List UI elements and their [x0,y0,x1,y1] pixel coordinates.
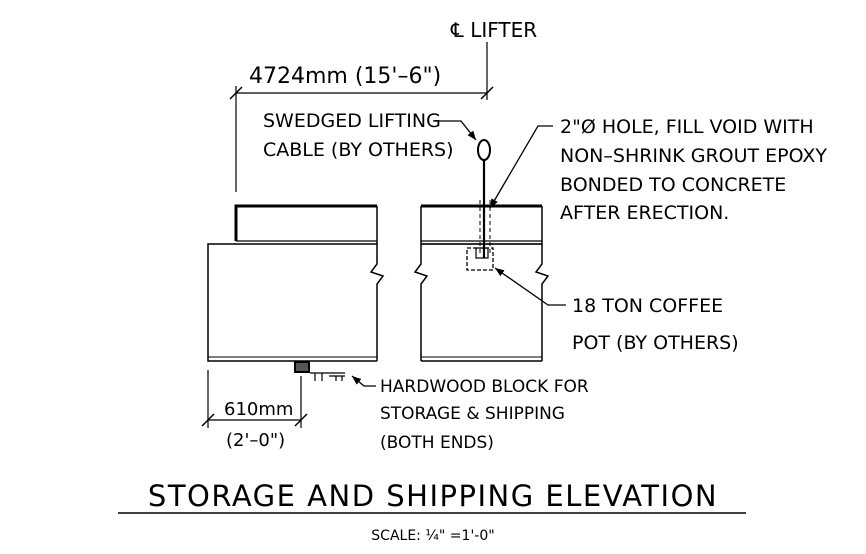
coffee-pot-note-line-1: 18 TON COFFEE [572,295,723,317]
girder-body-left [207,243,377,362]
span-dimension-tick-right [480,86,494,100]
coffee-pot-leader [494,267,566,306]
hole-note-leader [489,125,553,209]
cable-note-line-1: SWEDGED LIFTING [263,110,441,132]
drawing-title: STORAGE AND SHIPPING ELEVATION [148,479,718,513]
lifter-centerline-label: ℄ LIFTER [450,18,537,42]
cable-note-line-2: CABLE (BY OTHERS) [263,139,454,161]
end-dimension-imperial: (2'–0") [226,430,285,451]
block-note-line-1: HARDWOOD BLOCK FOR [380,377,589,397]
end-dimension-tick-left [201,413,215,427]
end-dimension-tick-right [294,413,308,427]
coffee-pot-note-line-2: POT (BY OTHERS) [572,332,739,354]
hole-note-line-1: 2"Ø HOLE, FILL VOID WITH [560,116,814,138]
break-line-left-top [369,206,385,361]
girder-body-right [421,243,542,362]
lifting-loop [477,139,491,161]
end-dimension-metric: 610mm [224,399,293,420]
block-note-leader [351,375,376,387]
span-dimension-label: 4724mm (15'–6") [249,64,441,89]
hardwood-block-hatch [296,363,308,371]
hole-note-line-4: AFTER ERECTION. [560,202,729,224]
block-note-line-2: STORAGE & SHIPPING [380,404,565,424]
break-line-right-end [534,206,550,361]
deck-slab-left [234,204,377,241]
drawing-scale: SCALE: ¼" =1'-0" [371,528,494,544]
hole-note-line-3: BONDED TO CONCRETE [560,174,786,196]
support-symbol [310,372,345,381]
coffee-pot-inner [475,247,489,259]
break-line-right [413,206,429,361]
block-note-line-3: (BOTH ENDS) [380,433,494,453]
cable-leader [433,120,477,141]
hole-note-line-2: NON–SHRINK GROUT EPOXY [560,145,827,167]
